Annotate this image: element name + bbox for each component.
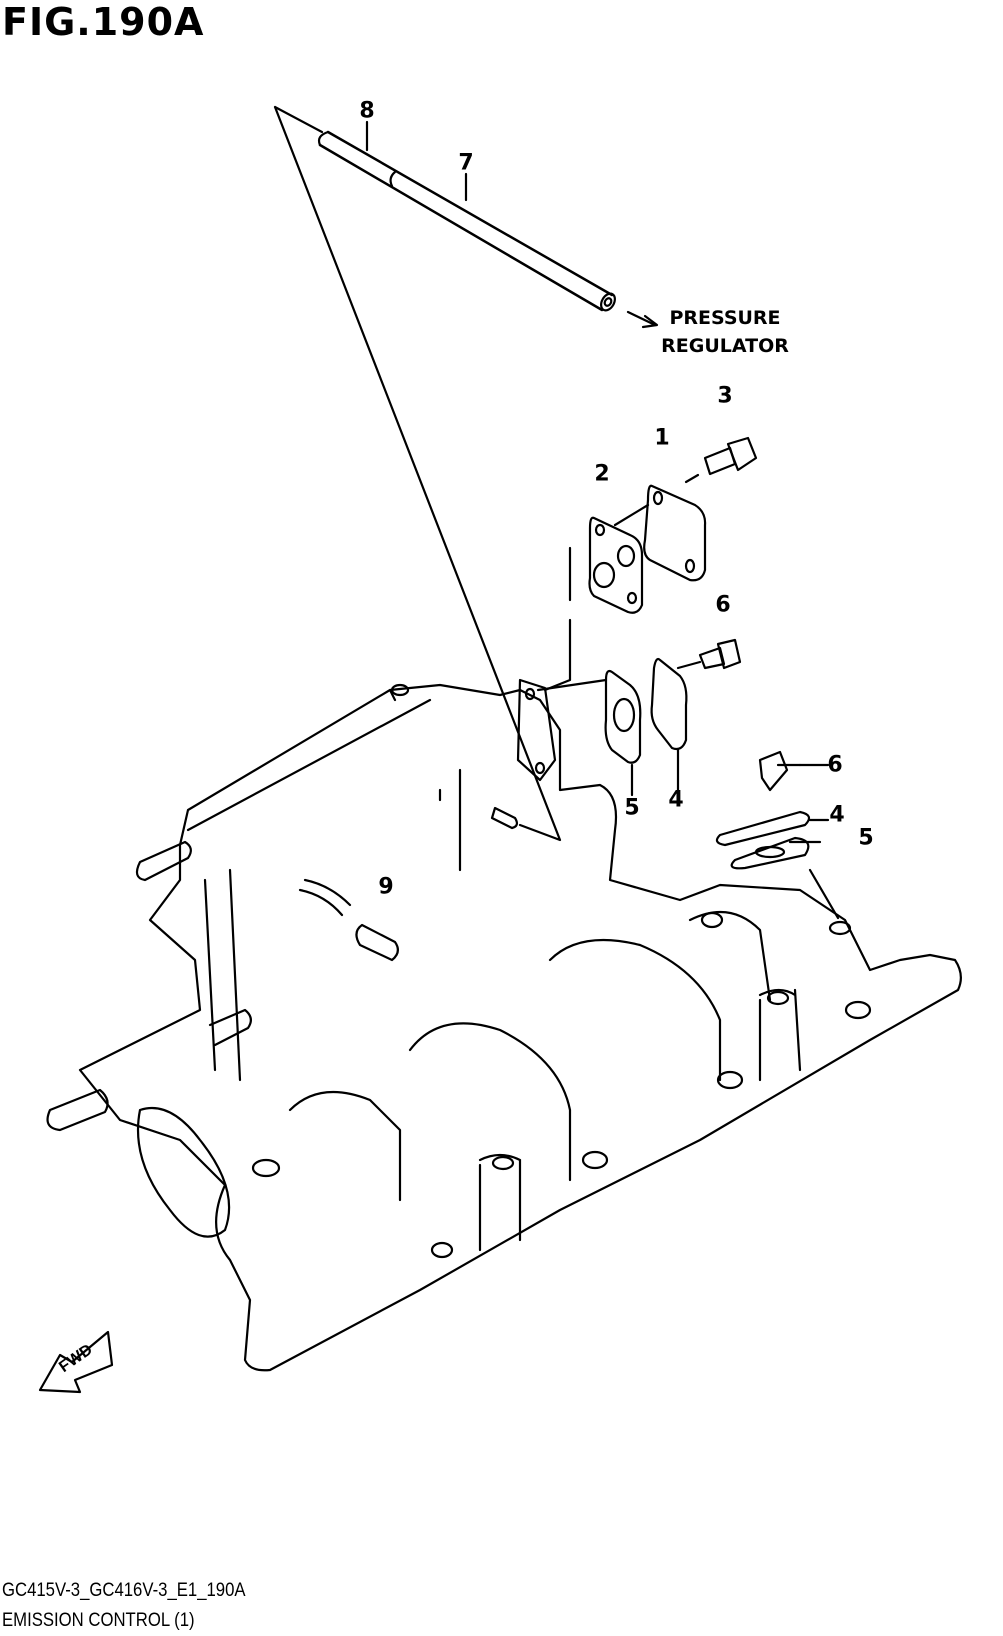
callout-5: 5 bbox=[624, 795, 640, 821]
footer-code: GC415V-3_GC416V-3_E1_190A bbox=[2, 1580, 246, 1601]
callout-8: 8 bbox=[359, 98, 375, 124]
callout-1: 1 bbox=[654, 425, 670, 451]
callout-6: 6 bbox=[715, 592, 731, 618]
pressure-regulator-note: PRESSURE REGULATOR bbox=[661, 304, 789, 360]
callout-2: 2 bbox=[594, 461, 610, 487]
leader-lines bbox=[273, 105, 562, 842]
cover-plate-1 bbox=[643, 484, 707, 582]
note-line-2: REGULATOR bbox=[661, 335, 789, 357]
callout-7: 7 bbox=[458, 150, 474, 176]
figure-title: FIG.190A bbox=[2, 0, 205, 44]
hose bbox=[317, 130, 616, 312]
callout-3: 3 bbox=[717, 383, 733, 409]
callout-4: 4 bbox=[668, 787, 684, 813]
gasket-2 bbox=[588, 516, 644, 614]
callout-4: 4 bbox=[829, 802, 845, 828]
note-line-1: PRESSURE bbox=[669, 307, 781, 329]
callout-5: 5 bbox=[858, 825, 874, 851]
callout-9: 9 bbox=[378, 874, 394, 900]
fwd-arrow-icon bbox=[38, 1330, 114, 1394]
intake-manifold bbox=[78, 678, 962, 1372]
footer-name: EMISSION CONTROL (1) bbox=[2, 1610, 195, 1631]
callout-6: 6 bbox=[827, 752, 843, 778]
bolt-3-icon bbox=[684, 436, 758, 484]
